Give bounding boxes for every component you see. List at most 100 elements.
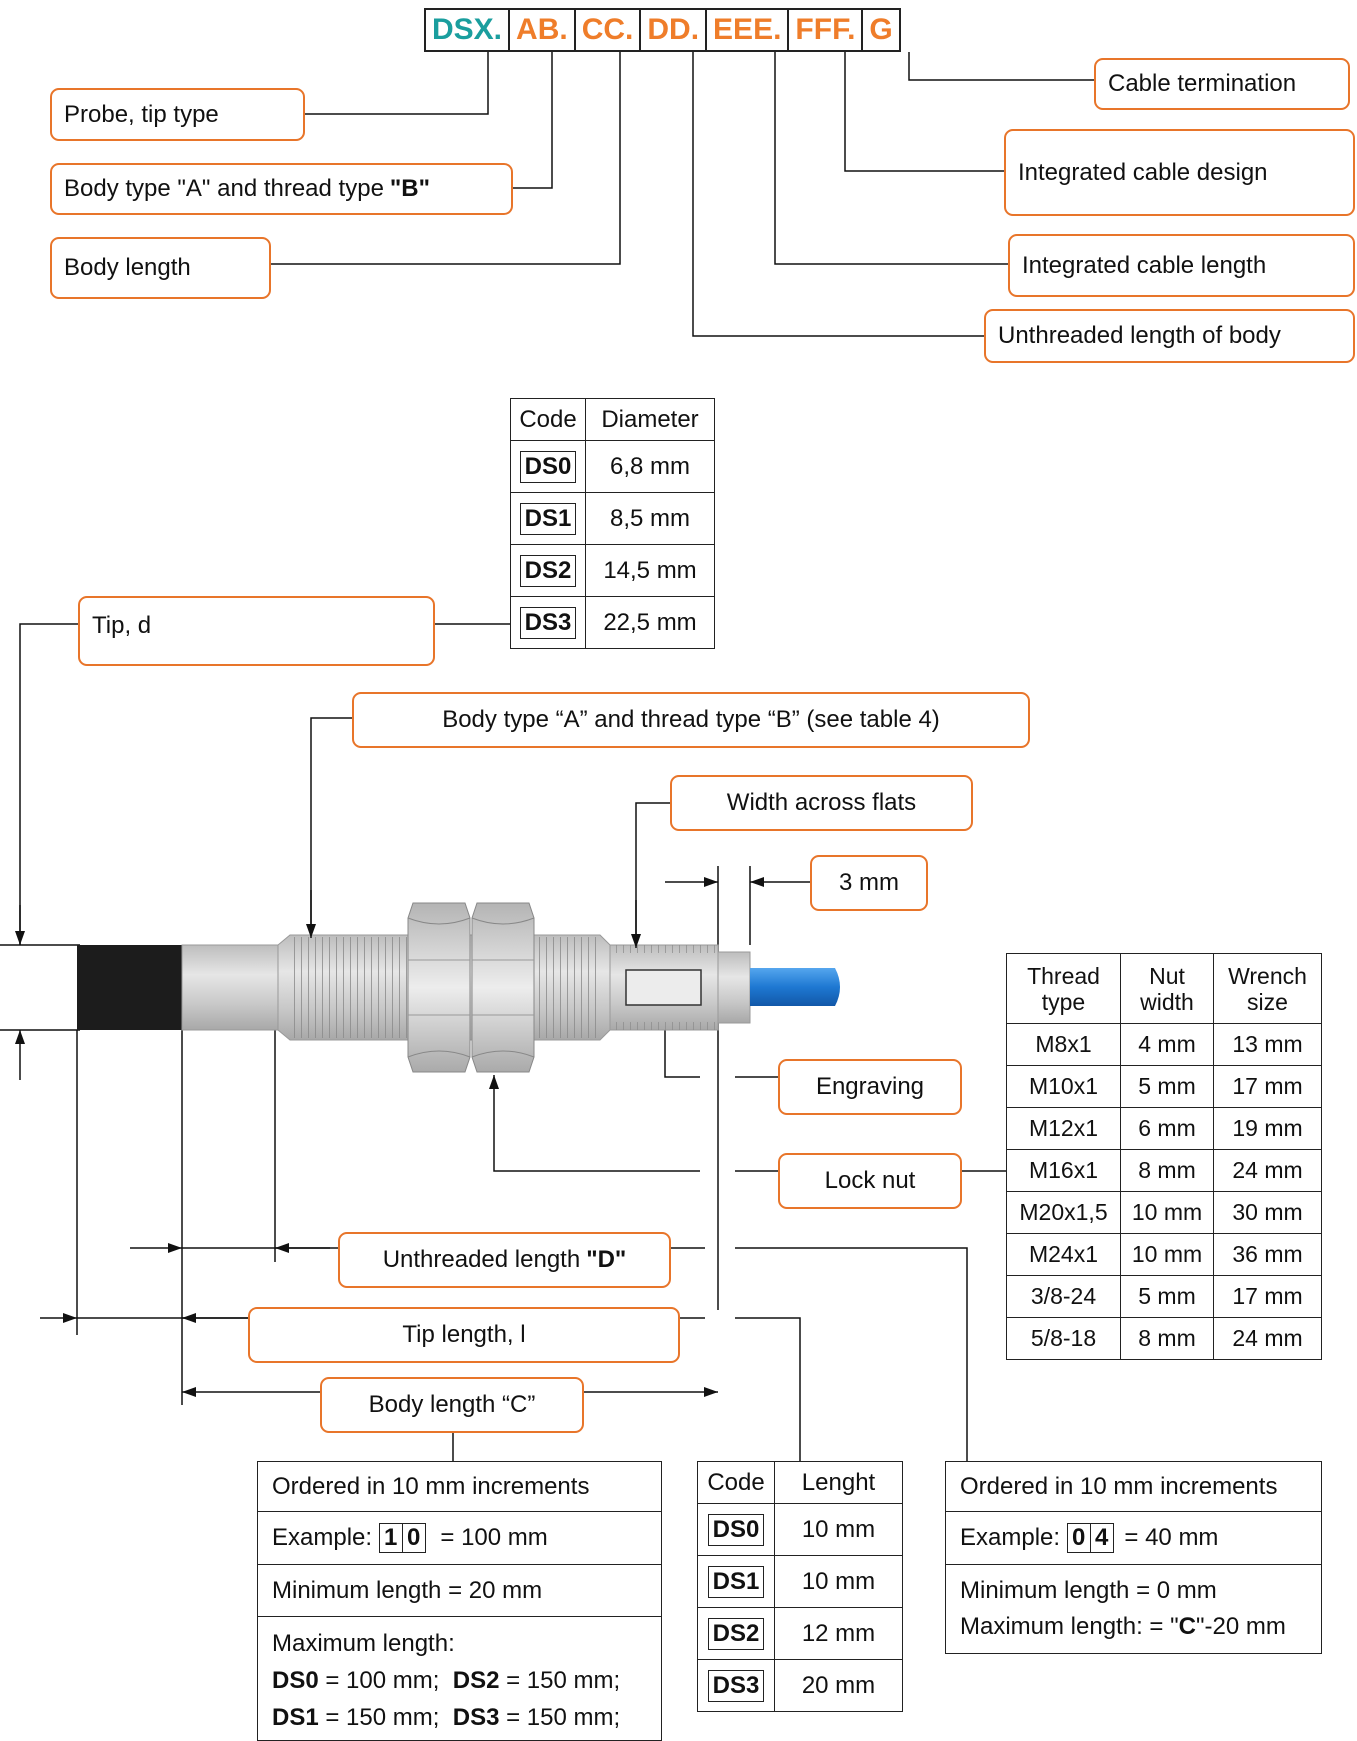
thread-cell: 24 mm [1213, 1149, 1322, 1192]
thread-cell: M24x1 [1006, 1233, 1121, 1276]
unthreaded-body [181, 944, 279, 1031]
label-body-type-text: Body type "A" and thread type [64, 175, 384, 202]
max-code: DS0 [272, 1667, 319, 1694]
example-digit: 1 [378, 1523, 403, 1553]
max-code: DS2 [452, 1667, 500, 1694]
max-bold: C [1178, 1613, 1196, 1640]
maximum-label: Maximum length: [272, 1630, 455, 1657]
thread-cell: 24 mm [1213, 1317, 1322, 1360]
sensor-tip [77, 945, 182, 1030]
code-segment-unthreaded: DD. [641, 10, 708, 50]
label-unthreaded-length: Unthreaded length of body [984, 309, 1355, 363]
thread-cell: 8 mm [1120, 1317, 1214, 1360]
thread-cell: 8 mm [1120, 1149, 1214, 1192]
maximum-line-2: DS1 = 150 mm; DS3 = 150 mm; [272, 1699, 647, 1736]
example-digit: 0 [1066, 1523, 1091, 1553]
example-digit: 0 [402, 1523, 426, 1553]
label-cable-design: Integrated cable design [1004, 129, 1355, 216]
thread-cell: M10x1 [1006, 1065, 1121, 1108]
thread-cell: 5 mm [1120, 1065, 1214, 1108]
diameter-value: 6,8 mm [585, 440, 715, 493]
label-body-type: Body type "A" and thread type "B" [50, 163, 513, 215]
code-segment-cable-design: FFF. [789, 10, 864, 50]
code-segment-body-type: AB. [510, 10, 576, 50]
label-body-length: Body length [50, 237, 271, 299]
label-lock-nut: Lock nut [778, 1153, 962, 1209]
max-suffix: "-20 mm [1195, 1613, 1286, 1640]
diameter-header-code: Code [510, 398, 586, 441]
code-segment-cable-length: EEE. [707, 10, 790, 50]
label-unthreaded-d-text: Unthreaded length [382, 1246, 581, 1273]
diameter-value: 22,5 mm [585, 596, 715, 649]
thread-cell: 5 mm [1120, 1275, 1214, 1318]
label-body-thread: Body type “A” and thread type “B” (see t… [352, 692, 1030, 748]
tip-header-length: Lenght [774, 1461, 903, 1504]
tip-value: 20 mm [774, 1659, 903, 1712]
thread-cell: 3/8-24 [1006, 1275, 1121, 1318]
sensor-body [77, 902, 840, 1073]
label-tip-d: Tip, d [78, 596, 435, 666]
thread-cell: 19 mm [1213, 1107, 1322, 1150]
body-length-increments: Ordered in 10 mm increments [257, 1461, 662, 1512]
diameter-header-diameter: Diameter [585, 398, 715, 441]
label-cable-length: Integrated cable length [1008, 234, 1355, 297]
thread-cell: 4 mm [1120, 1023, 1214, 1066]
code-segment-probe: DSX. [426, 10, 511, 50]
thread-cell: 30 mm [1213, 1191, 1322, 1234]
label-cable-termination: Cable termination [1094, 58, 1350, 110]
thread-cell: 13 mm [1213, 1023, 1322, 1066]
label-unthreaded-d: Unthreaded length "D" [338, 1232, 671, 1288]
example-result: = 40 mm [1124, 1524, 1219, 1551]
tip-code: DS3 [707, 1669, 765, 1702]
tip-code: DS1 [707, 1565, 765, 1598]
thread-cell: M12x1 [1006, 1107, 1121, 1150]
example-digit: 4 [1090, 1523, 1114, 1553]
thread-cell: 10 mm [1120, 1233, 1214, 1276]
lock-nut-1 [407, 902, 471, 1073]
max-value: = 150 mm; [499, 1667, 621, 1694]
unthreaded-maximum: Maximum length: = "C"-20 mm [960, 1609, 1307, 1645]
label-probe-tip: Probe, tip type [50, 88, 305, 141]
tip-code: DS2 [707, 1617, 765, 1650]
label-tip-length: Tip length, l [248, 1307, 680, 1363]
body-length-maximum: Maximum length: DS0 = 100 mm; DS2 = 150 … [257, 1616, 662, 1741]
diameter-code: DS3 [519, 606, 577, 639]
tip-value: 10 mm [774, 1503, 903, 1556]
unthreaded-increments: Ordered in 10 mm increments [945, 1461, 1322, 1512]
maximum-line-1: DS0 = 100 mm; DS2 = 150 mm; [272, 1662, 647, 1699]
lock-nut-2 [471, 902, 535, 1073]
code-segment-termination: G [869, 13, 893, 46]
thread-header-wrench: Wrench size [1213, 953, 1322, 1024]
diameter-code: DS2 [519, 554, 577, 587]
label-body-type-bold: "B" [389, 175, 431, 202]
label-body-length-c: Body length “C” [320, 1377, 584, 1433]
unthreaded-limits: Minimum length = 0 mm Maximum length: = … [945, 1564, 1322, 1654]
label-unthreaded-d-bold: "D" [586, 1246, 627, 1273]
diameter-value: 8,5 mm [585, 492, 715, 545]
example-label: Example: [272, 1524, 373, 1551]
example-result: = 100 mm [440, 1524, 548, 1551]
label-3mm: 3 mm [810, 855, 928, 911]
engraving-area [625, 969, 702, 1006]
thread-cell: 17 mm [1213, 1275, 1322, 1318]
diameter-value: 14,5 mm [585, 544, 715, 597]
diameter-code: DS0 [519, 450, 577, 483]
diameter-code: DS1 [519, 502, 577, 535]
label-width-across-flats: Width across flats [670, 775, 973, 831]
thread-header-type: Thread type [1006, 953, 1121, 1024]
thread-cell: 6 mm [1120, 1107, 1214, 1150]
